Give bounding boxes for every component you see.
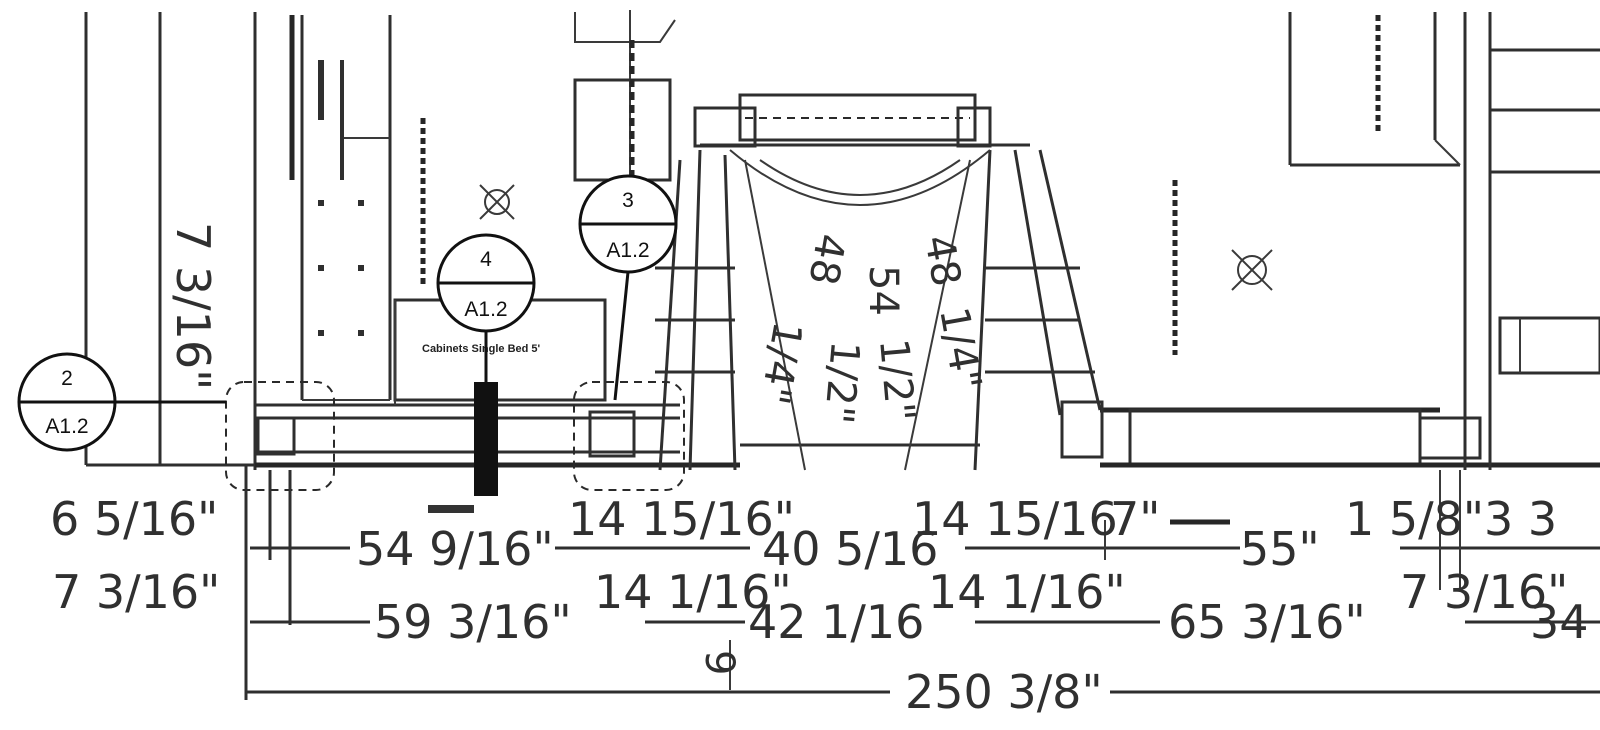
black-post (474, 382, 498, 496)
section-marker-sheet: A1.2 (464, 298, 507, 321)
section-marker-sheet: A1.2 (606, 239, 649, 262)
dim-row2-d: 14 1/16" (928, 565, 1126, 619)
dim-angled-d: 1/4" (751, 318, 811, 408)
section-marker-2[interactable]: 2 A1.2 (17, 352, 226, 452)
dim-left-6-5-16: 6 5/16" (50, 492, 218, 546)
section-marker-3[interactable]: 3 A1.2 (578, 174, 678, 401)
dim-small-9: 9 (696, 650, 742, 675)
small-tag (428, 505, 474, 513)
dim-row1-d: 14 15/16 (912, 492, 1118, 546)
dim-angled-f: 1/2" (870, 337, 923, 423)
dim-overall: 250 3/8" (905, 665, 1103, 719)
detail-callout-boxes (225, 381, 685, 491)
fixture-symbols: Cabinets Single Bed 5' (318, 15, 1381, 513)
section-marker-sheet: A1.2 (45, 415, 88, 438)
dim-row1-g: 1 5/8" (1345, 492, 1484, 546)
dim-row2-g: 34 (1530, 595, 1589, 649)
dim-row2-b: 14 1/16" (594, 565, 792, 619)
dim-row2-c: 42 1/16 (748, 595, 924, 649)
cabinet-dots (318, 60, 364, 336)
dim-angled-c: 48 (915, 232, 969, 290)
dim-vertical-left: 7 3/16" (166, 222, 220, 390)
light-fixture-icon (1231, 249, 1273, 291)
cabinet-note: Cabinets Single Bed 5' (422, 343, 541, 355)
section-marker-number: 2 (61, 367, 73, 390)
dim-angled-a: 48 (799, 230, 853, 288)
section-marker-4[interactable]: 4 A1.2 (436, 233, 536, 384)
dim-row2-a: 59 3/16" (374, 595, 572, 649)
dim-row1-a: 54 9/16" (356, 522, 554, 576)
dim-left-7-3-16: 7 3/16" (52, 565, 220, 619)
dim-angled-e: 1/2" (815, 339, 868, 425)
light-fixture-icon (479, 184, 515, 220)
dimension-labels: 7 3/16" 6 5/16" 7 3/16" 54 9/16" 14 15/1… (50, 222, 1589, 719)
dim-row1-h: 3 3 (1484, 492, 1557, 546)
dim-row1-c: 40 5/16 (762, 522, 938, 576)
dim-row1-e: 7" (1110, 492, 1160, 546)
section-marker-number: 3 (622, 189, 634, 212)
dim-angled-b: 54 (860, 265, 906, 316)
dim-row1-f: 55" (1240, 522, 1320, 576)
section-marker-number: 4 (480, 248, 492, 271)
dim-row1-b: 14 15/16" (568, 492, 795, 546)
dim-row2-e: 65 3/16" (1168, 595, 1366, 649)
dimension-lines (244, 465, 1600, 700)
dim-row2-f: 7 3/16" (1400, 565, 1568, 619)
